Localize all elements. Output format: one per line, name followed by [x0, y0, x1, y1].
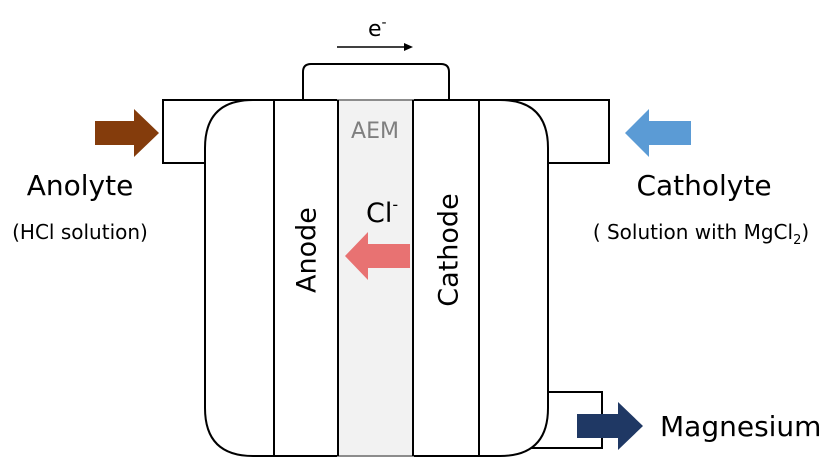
catholyte-label: Catholyte — [636, 169, 771, 202]
ion-flow-arrow-icon — [345, 232, 410, 280]
product-outlet-arrow-icon — [577, 402, 643, 450]
catholyte-inlet-arrow-icon — [625, 109, 691, 157]
cathode-label: Cathode — [434, 193, 465, 306]
anolyte-inlet-arrow-icon — [95, 109, 159, 157]
electron-flow-arrow-icon — [404, 43, 413, 51]
catholyte-note: ( Solution with MgCl2) — [593, 220, 809, 248]
electron-label: e- — [368, 15, 387, 42]
membrane-label: AEM — [351, 119, 399, 144]
top-connector — [302, 63, 450, 100]
anolyte-note: (HCl solution) — [12, 220, 148, 244]
anode-label: Anode — [292, 207, 323, 293]
anolyte-label: Anolyte — [27, 169, 134, 202]
ion-label: Cl- — [366, 195, 398, 229]
product-label: Magnesium — [660, 410, 821, 443]
membrane — [337, 99, 414, 457]
